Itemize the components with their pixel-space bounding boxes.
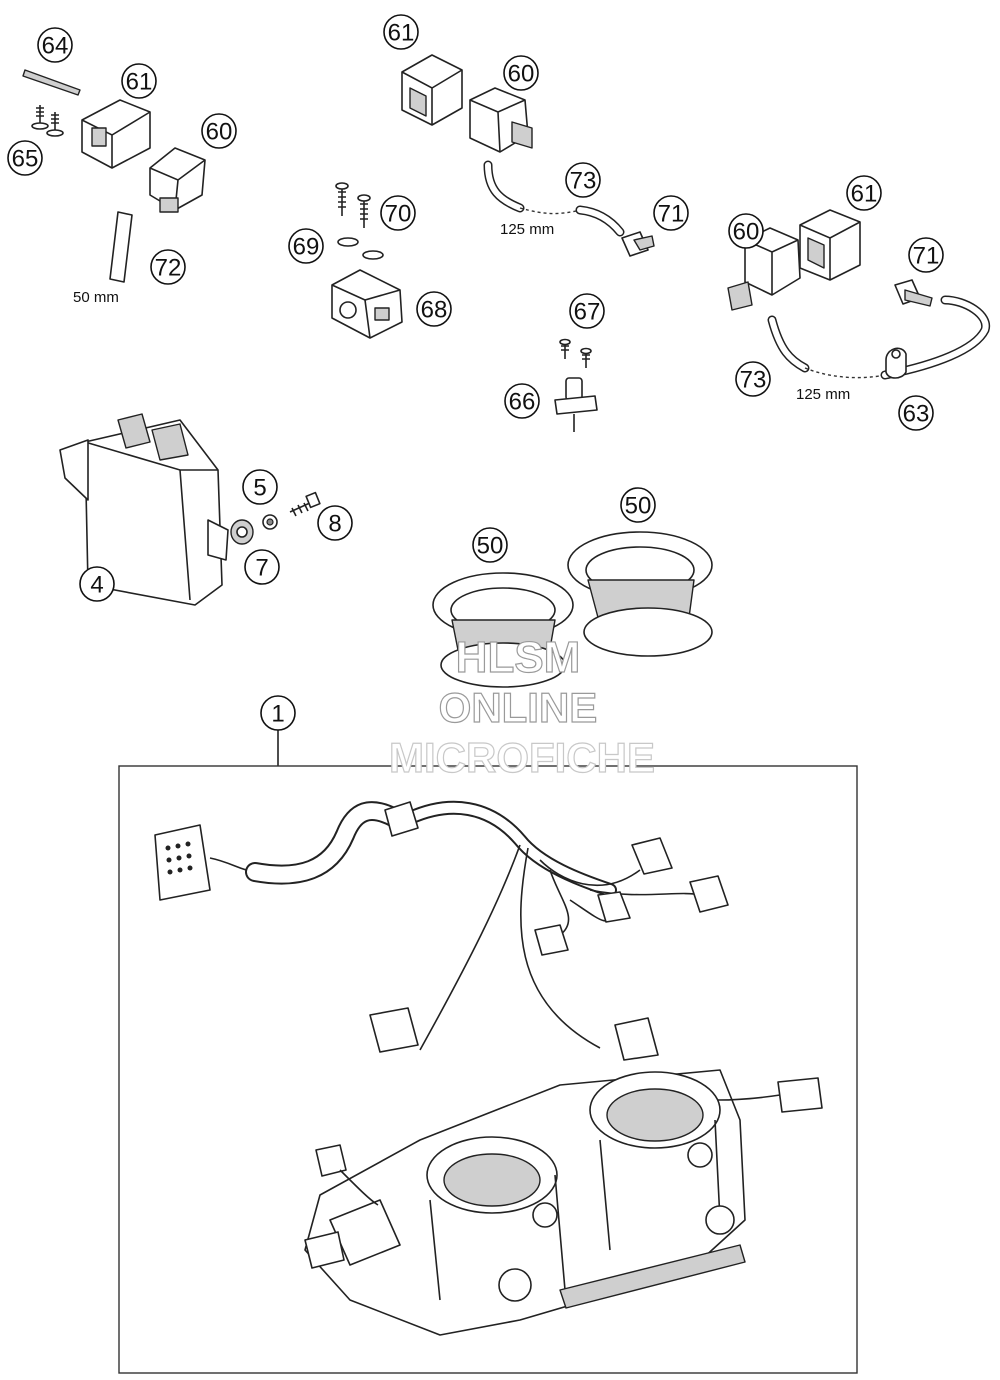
callout-61: 61 bbox=[383, 14, 419, 50]
callout-66: 66 bbox=[504, 383, 540, 419]
svg-text:69: 69 bbox=[293, 234, 320, 261]
throttle-body bbox=[304, 1069, 823, 1336]
callout-72: 72 bbox=[150, 249, 186, 285]
part-63-clip bbox=[885, 347, 907, 379]
callout-73: 73 bbox=[735, 361, 771, 397]
svg-text:61: 61 bbox=[851, 181, 878, 208]
part-4-control-unit bbox=[59, 413, 229, 606]
callout-68: 68 bbox=[416, 291, 452, 327]
callout-69: 69 bbox=[288, 228, 324, 264]
svg-text:68: 68 bbox=[421, 297, 448, 324]
svg-text:66: 66 bbox=[509, 389, 536, 416]
svg-text:61: 61 bbox=[126, 69, 153, 96]
watermark-line-1: HLSM bbox=[456, 633, 581, 682]
svg-text:65: 65 bbox=[12, 146, 39, 173]
part-5-grommet bbox=[230, 519, 254, 545]
svg-text:63: 63 bbox=[903, 401, 930, 428]
svg-text:50: 50 bbox=[477, 533, 504, 560]
wiring-harness bbox=[154, 800, 729, 1061]
svg-text:73: 73 bbox=[570, 168, 597, 195]
svg-text:4: 4 bbox=[90, 572, 103, 599]
part-66-sensor bbox=[554, 377, 598, 432]
part-71-fitting-b bbox=[894, 279, 933, 307]
dimension-50mm: 50 mm bbox=[73, 289, 119, 306]
callout-73: 73 bbox=[565, 162, 601, 198]
part-64-strip bbox=[22, 69, 81, 96]
callout-71: 71 bbox=[653, 195, 689, 231]
callout-60: 60 bbox=[503, 55, 539, 91]
part-71-fitting-a bbox=[621, 231, 655, 257]
callout-70: 70 bbox=[380, 195, 416, 231]
part-60-sensor-b bbox=[469, 87, 533, 153]
callout-7: 7 bbox=[244, 549, 280, 585]
dimension-125mm-a: 125 mm bbox=[500, 221, 554, 238]
svg-text:61: 61 bbox=[388, 20, 415, 47]
svg-text:60: 60 bbox=[206, 119, 233, 146]
callout-1: 1 bbox=[260, 695, 296, 731]
svg-text:1: 1 bbox=[271, 701, 284, 728]
part-72-hose-50 bbox=[109, 211, 133, 283]
callout-60: 60 bbox=[728, 213, 764, 249]
svg-text:71: 71 bbox=[913, 243, 940, 270]
svg-text:72: 72 bbox=[155, 255, 182, 282]
assembly-1-frame bbox=[118, 765, 858, 1374]
callout-65: 65 bbox=[7, 140, 43, 176]
svg-text:5: 5 bbox=[253, 475, 266, 502]
dimension-125mm-b: 125 mm bbox=[796, 386, 850, 403]
callout-50: 50 bbox=[620, 487, 656, 523]
part-67-screws bbox=[559, 338, 592, 368]
callout-8: 8 bbox=[317, 505, 353, 541]
part-65-screws bbox=[31, 105, 64, 137]
part-50-air-funnel-a bbox=[432, 572, 574, 688]
part-68-sensor-bracket bbox=[331, 269, 403, 339]
callout-5: 5 bbox=[242, 469, 278, 505]
callout-4: 4 bbox=[79, 566, 115, 602]
svg-text:70: 70 bbox=[385, 201, 412, 228]
part-7-sleeve bbox=[262, 514, 278, 530]
callout-61: 61 bbox=[121, 63, 157, 99]
svg-text:67: 67 bbox=[574, 299, 601, 326]
svg-text:8: 8 bbox=[328, 511, 341, 538]
part-73-hose-b bbox=[767, 295, 991, 380]
part-73-hose-a bbox=[483, 160, 625, 237]
part-61-connector-cover-b bbox=[401, 54, 463, 126]
part-70-screws bbox=[335, 182, 371, 228]
callout-50: 50 bbox=[472, 527, 508, 563]
callout-61: 61 bbox=[846, 175, 882, 211]
svg-text:60: 60 bbox=[733, 219, 760, 246]
svg-text:71: 71 bbox=[658, 201, 685, 228]
callout-60: 60 bbox=[201, 113, 237, 149]
part-50-air-funnel-b bbox=[567, 531, 713, 657]
part-60-sensor-a bbox=[149, 147, 206, 213]
watermark-line-2: ONLINE bbox=[439, 684, 598, 731]
svg-text:50: 50 bbox=[625, 493, 652, 520]
part-8-bolt bbox=[289, 491, 321, 517]
part-61-connector-cover-a bbox=[81, 99, 151, 169]
callout-71: 71 bbox=[908, 237, 944, 273]
callout-67: 67 bbox=[569, 293, 605, 329]
callout-64: 64 bbox=[37, 27, 73, 63]
svg-text:73: 73 bbox=[740, 367, 767, 394]
part-69-washers bbox=[337, 237, 384, 260]
svg-text:7: 7 bbox=[255, 555, 268, 582]
part-61-connector-cover-c bbox=[799, 209, 861, 281]
callout-63: 63 bbox=[898, 395, 934, 431]
watermark-line-3: MICROFICHE bbox=[389, 734, 655, 781]
svg-text:60: 60 bbox=[508, 61, 535, 88]
part-60-sensor-c bbox=[727, 227, 801, 311]
svg-text:64: 64 bbox=[42, 33, 69, 60]
